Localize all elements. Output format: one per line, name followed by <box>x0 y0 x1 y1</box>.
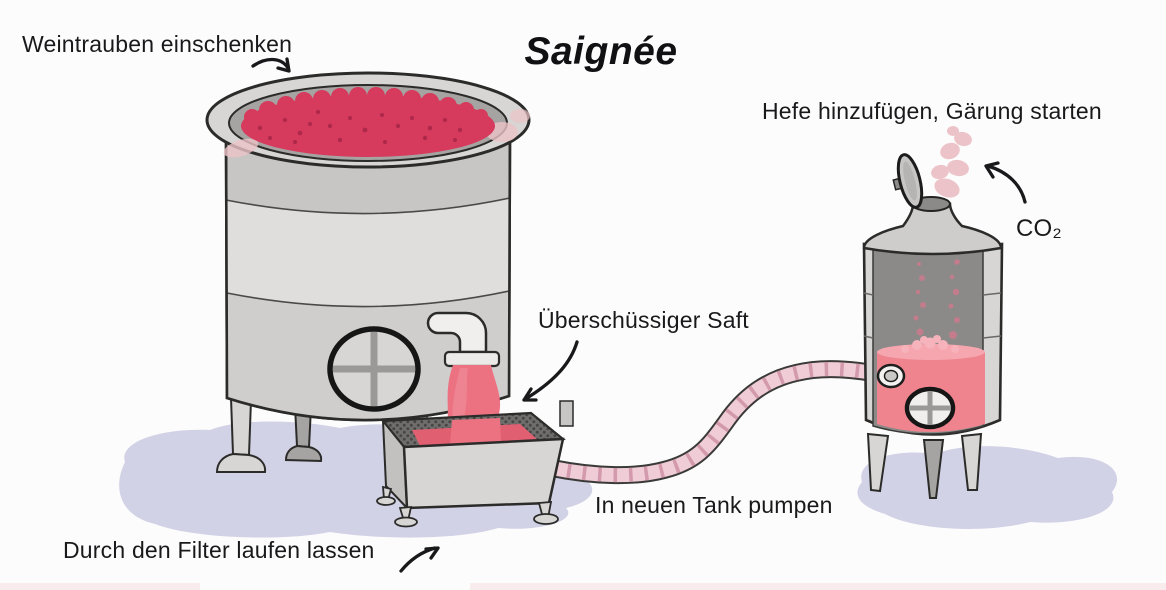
ground-shadow-right <box>857 446 1118 529</box>
diagram-title: Saignée <box>524 30 678 73</box>
co2-steam <box>931 126 972 198</box>
arrow-excess-juice <box>522 340 579 402</box>
fermentation-tank-legs <box>866 432 983 499</box>
grape-texture-dots <box>257 110 463 144</box>
maceration-tank <box>205 71 574 473</box>
hose-inlet <box>876 363 906 389</box>
surface-foam <box>901 335 959 353</box>
frame-segment-lines <box>863 292 1002 339</box>
label-co2: CO₂ <box>1016 215 1062 242</box>
label-pour-grapes: Weintrauben einschenken <box>22 31 293 57</box>
tank-band-middle <box>226 198 510 307</box>
hose <box>543 360 897 485</box>
arrow-co2 <box>984 161 1027 204</box>
tap-spigot <box>426 311 501 368</box>
label-pump-new-tank: In neuen Tank pumpen <box>595 492 833 518</box>
bottom-edge-tint-right <box>470 583 1166 590</box>
filter-front-wall <box>402 437 565 510</box>
arrow-pour-grapes <box>251 57 291 73</box>
label-excess-juice: Überschüssiger Saft <box>538 307 749 333</box>
tank-shoulder <box>862 202 1003 256</box>
label-add-yeast: Hefe hinzufügen, Gärung starten <box>762 98 1102 124</box>
bottom-edge-tint-left <box>0 583 200 590</box>
arrow-run-through-filter <box>399 546 440 573</box>
porthole-window <box>327 326 421 412</box>
filter-box <box>376 411 566 528</box>
filter-legs <box>376 485 559 528</box>
fermentation-porthole <box>904 386 956 430</box>
fermentation-tank <box>862 153 1004 499</box>
tank-lid <box>892 153 924 209</box>
grapes <box>205 71 531 169</box>
label-run-through-filter: Durch den Filter laufen lassen <box>63 537 375 563</box>
juice-stream-in-box <box>450 418 501 446</box>
